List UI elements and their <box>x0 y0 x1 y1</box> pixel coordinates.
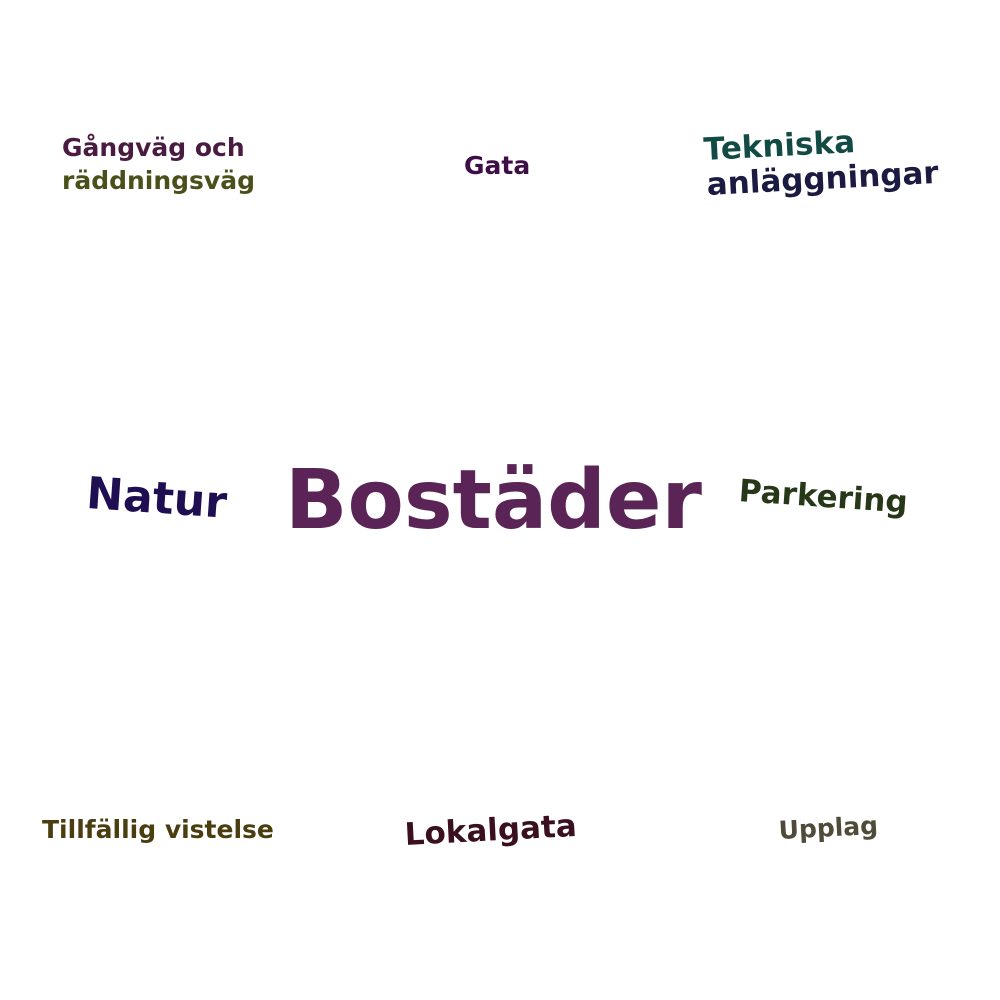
word-upplag: Upplag <box>777 810 879 845</box>
word-bostader: Bostäder <box>285 453 702 548</box>
word-anlaggningar: anläggningar <box>705 154 940 203</box>
word-natur: Natur <box>84 468 229 529</box>
word-gata: Gata <box>464 151 531 180</box>
word-lokalgata: Lokalgata <box>403 807 578 853</box>
word-gangvag-och: Gångväg och <box>62 133 245 162</box>
word-parkering: Parkering <box>737 473 909 521</box>
word-raddningsvag: räddningsväg <box>62 166 255 195</box>
word-tillfallig-vistelse: Tillfällig vistelse <box>42 815 274 844</box>
